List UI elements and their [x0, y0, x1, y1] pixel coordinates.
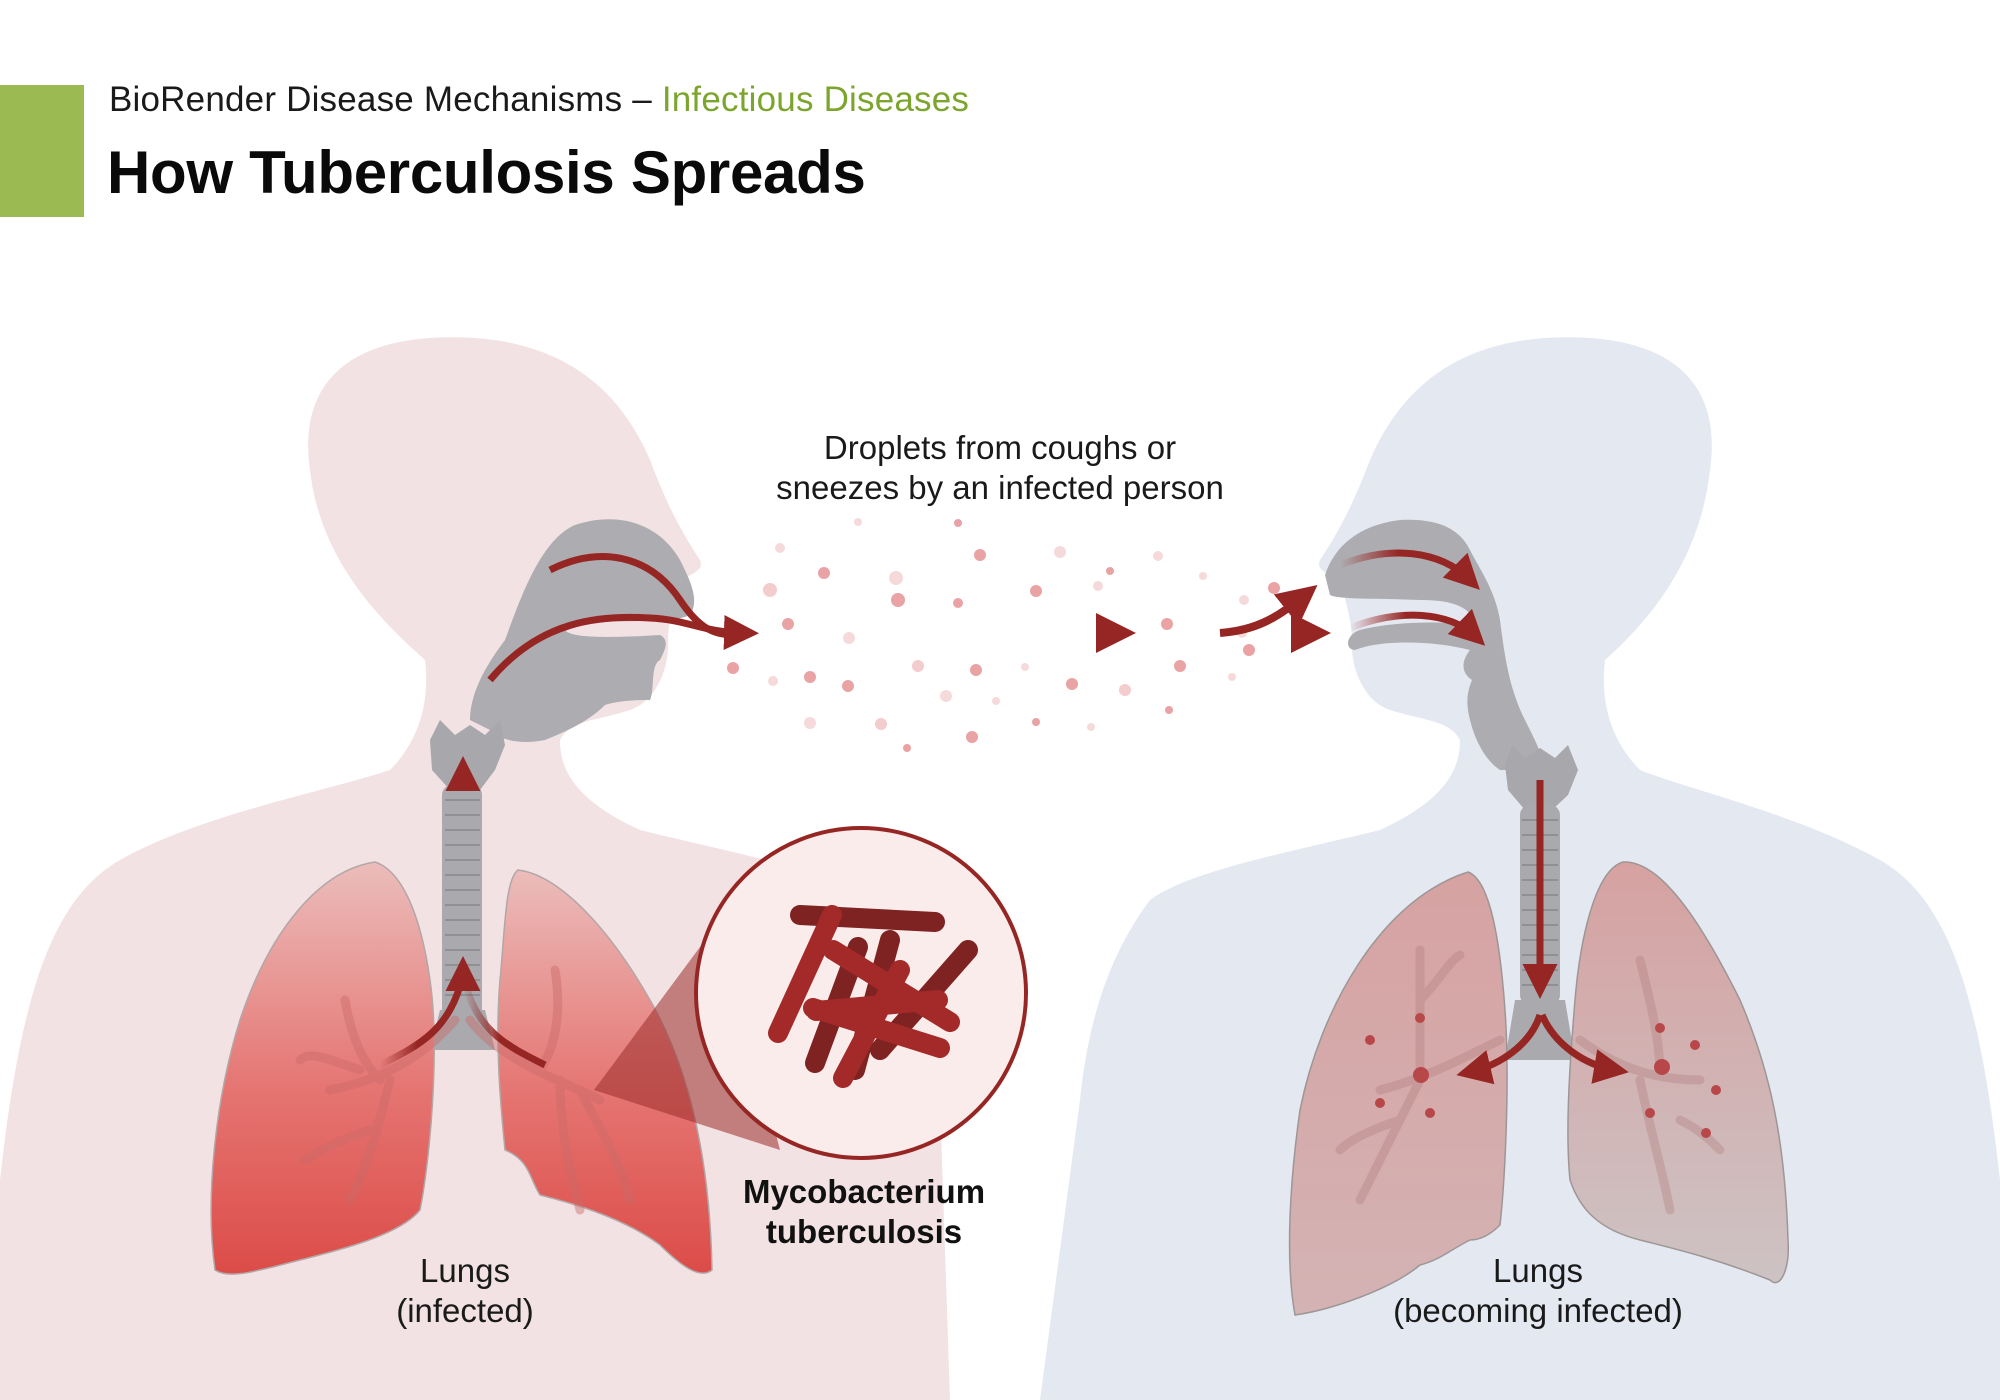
- bronchial-tree-left: [295, 965, 635, 1215]
- droplets-caption-line-2: sneezes by an infected person: [776, 469, 1224, 506]
- category-name: Infectious Diseases: [661, 80, 970, 119]
- exposed-lungs-label-line-1: Lungs: [1493, 1252, 1583, 1289]
- droplets-caption: Droplets from coughs or sneezes by an in…: [776, 428, 1224, 508]
- pathogen-label-line-2: tuberculosis: [765, 1213, 963, 1250]
- infection-foci: [1365, 1013, 1721, 1138]
- exposed-lungs: [1288, 861, 1789, 1316]
- inhale-arrows: [1338, 549, 1629, 1085]
- infected-lungs: [210, 861, 713, 1275]
- exposed-upper-airway: [1325, 519, 1578, 1060]
- exposed-lungs-label: Lungs (becoming infected): [1393, 1251, 1683, 1331]
- exposed-lungs-label-line-2: (becoming infected): [1393, 1292, 1683, 1329]
- subtitle-separator: –: [622, 80, 662, 119]
- accent-bar: [0, 85, 84, 217]
- bacteria-cluster: [768, 905, 978, 1088]
- infected-lungs-label-line-1: Lungs: [420, 1252, 510, 1289]
- magnification-inset: [594, 826, 1028, 1160]
- droplets-caption-line-1: Droplets from coughs or: [823, 429, 1177, 466]
- exhale-arrows: [378, 553, 759, 1069]
- page-title: How Tuberculosis Spreads: [107, 139, 866, 206]
- droplet-cloud: [727, 518, 1280, 752]
- infected-lungs-label-line-2: (infected): [396, 1292, 534, 1329]
- series-subtitle: BioRender Disease Mechanisms – Infectiou…: [109, 80, 969, 120]
- infected-lungs-label: Lungs (infected): [396, 1251, 534, 1331]
- pathogen-label: Mycobacterium tuberculosis: [743, 1172, 985, 1252]
- series-name: BioRender Disease Mechanisms: [109, 80, 623, 119]
- transmission-arrow: [790, 585, 1331, 653]
- pathogen-label-line-1: Mycobacterium: [742, 1173, 986, 1210]
